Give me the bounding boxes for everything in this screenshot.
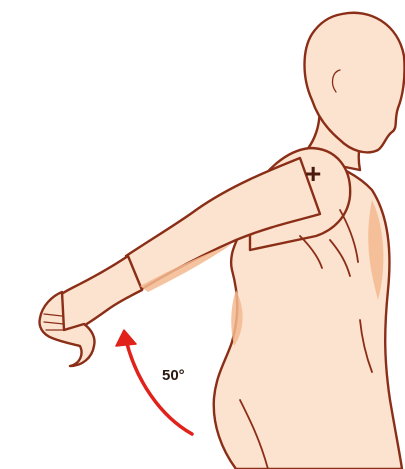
- shoulder-joint-marker: +: [305, 160, 321, 188]
- arrow-head: [116, 330, 136, 346]
- forearm-outline: [52, 256, 142, 336]
- angle-label: 50°: [162, 368, 185, 383]
- angle-arrow-arc: [126, 340, 192, 434]
